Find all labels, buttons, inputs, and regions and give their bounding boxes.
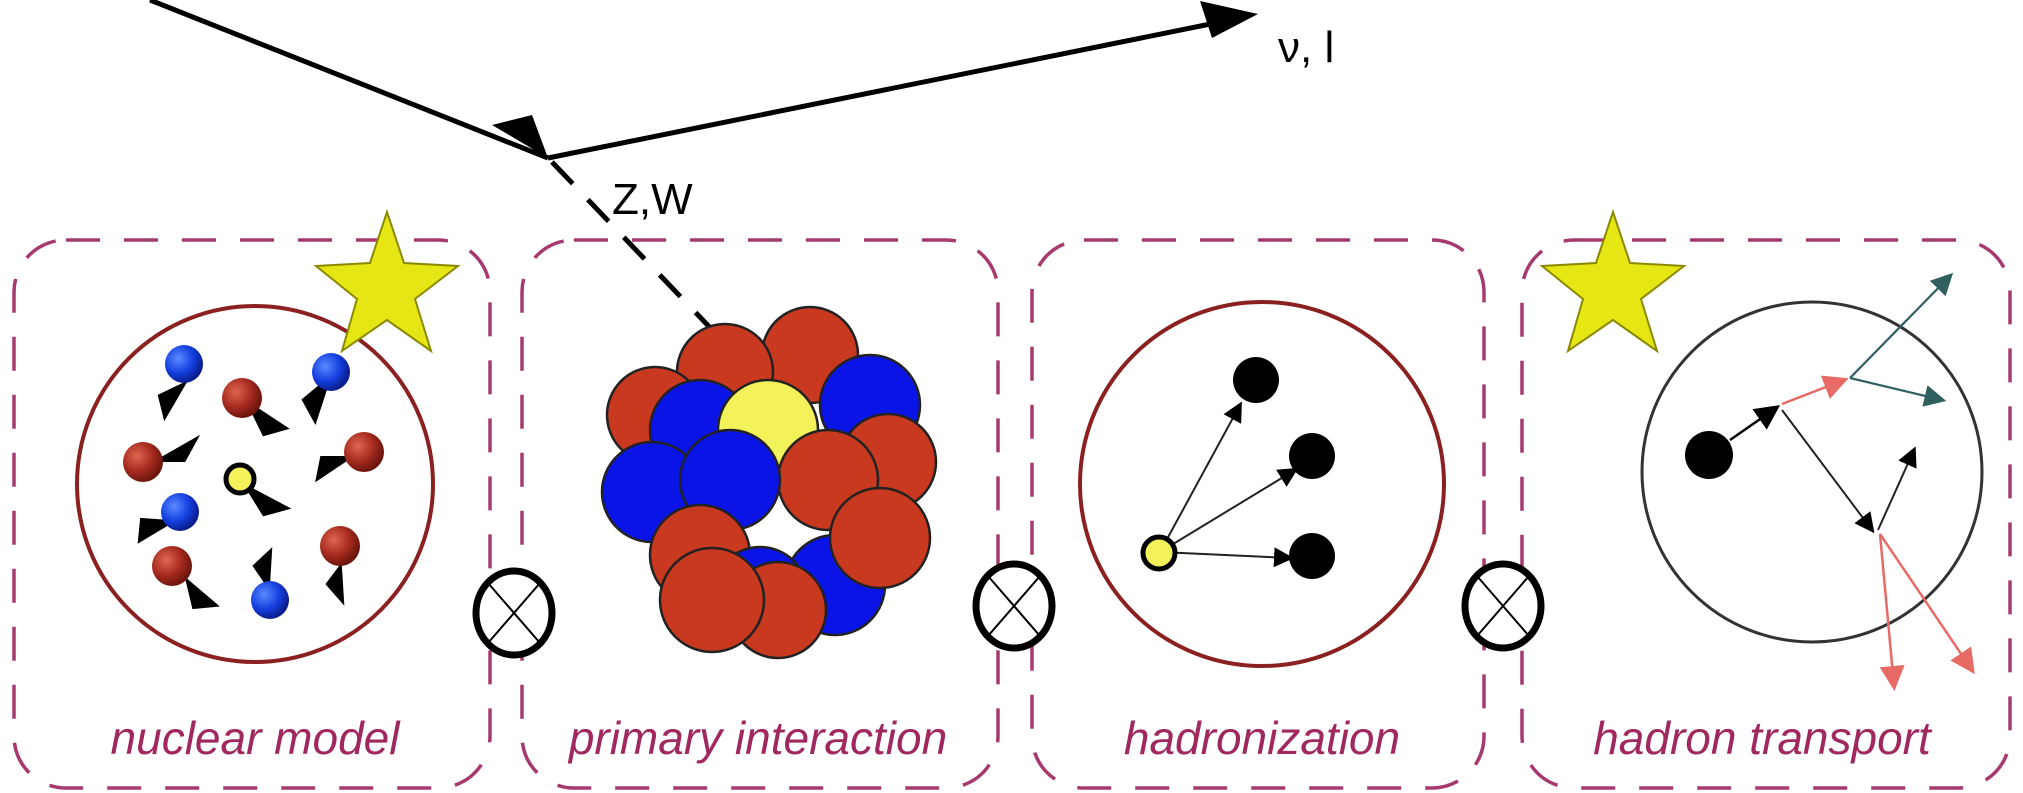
panel-nuclear-model — [12, 238, 492, 790]
outgoing-arrowhead — [1200, 1, 1258, 38]
neutron — [161, 493, 199, 531]
outgoing-lepton-line — [547, 15, 1241, 161]
hadron-transport-illustration — [1539, 208, 1984, 691]
struck-nucleon — [223, 462, 257, 496]
transport-arrow-teal — [1849, 376, 1947, 407]
panel-label-hadron-transport: hadron transport — [1593, 712, 1933, 764]
panel-label-primary-interaction: primary interaction — [567, 712, 947, 764]
neutron — [165, 345, 203, 383]
outgoing-lepton-label: ν, l — [1278, 23, 1334, 72]
circled-times-icon — [1461, 560, 1545, 652]
panel-primary-interaction — [520, 238, 1000, 790]
panel-hadron-transport — [1520, 238, 2012, 790]
transport-arrow — [1729, 405, 1781, 442]
panel-label-nuclear-model: nuclear model — [111, 712, 402, 764]
boson-label: Z,W — [612, 175, 693, 224]
hadron — [1289, 433, 1335, 479]
circled-times-icon — [972, 560, 1056, 652]
neutron — [251, 581, 289, 619]
star-icon — [313, 208, 461, 354]
proton — [828, 486, 932, 590]
proton — [222, 378, 262, 418]
panel-labels: nuclear model primary interaction hadron… — [111, 712, 1933, 764]
transport-arrow — [1877, 446, 1917, 531]
transport-boundary — [1640, 300, 1984, 644]
hadron — [1685, 431, 1733, 479]
nucleon-motion-arrows — [137, 374, 355, 610]
panel-frames — [12, 238, 2012, 790]
panel-hadronization — [1030, 238, 1486, 790]
hadronization-boundary — [1078, 300, 1446, 668]
proton — [344, 432, 384, 472]
proton — [658, 546, 766, 654]
transport-arrow-red — [1878, 533, 1905, 691]
transport-arrow-red — [1781, 375, 1849, 406]
proton — [123, 442, 163, 482]
hadron-arrow — [1159, 467, 1299, 553]
nuclear-model-illustration — [75, 208, 461, 664]
incoming-neutrino-line — [149, 0, 549, 161]
hadron-arrow — [1159, 547, 1294, 568]
star-icon — [1539, 208, 1687, 354]
primary-interaction-illustration — [600, 305, 938, 660]
hadron-arrow — [1159, 401, 1242, 553]
quark — [1140, 534, 1178, 572]
neutron — [312, 353, 350, 391]
incoming-arrowhead — [492, 115, 548, 158]
nucleus-boundary — [75, 304, 435, 664]
panel-label-hadronization: hadronization — [1124, 712, 1400, 764]
hadron — [1233, 357, 1279, 403]
transport-arrow — [1781, 409, 1875, 534]
convolution-symbols — [472, 560, 1545, 659]
hadronization-illustration — [1078, 300, 1446, 668]
transport-arrow-red — [1878, 533, 1975, 675]
hadron — [1289, 533, 1335, 579]
proton — [152, 546, 192, 586]
proton — [320, 526, 360, 566]
lepton-lines: ν, l Z,W — [149, 0, 1334, 382]
circled-times-icon — [472, 567, 556, 659]
transport-arrow-teal — [1849, 272, 1954, 379]
